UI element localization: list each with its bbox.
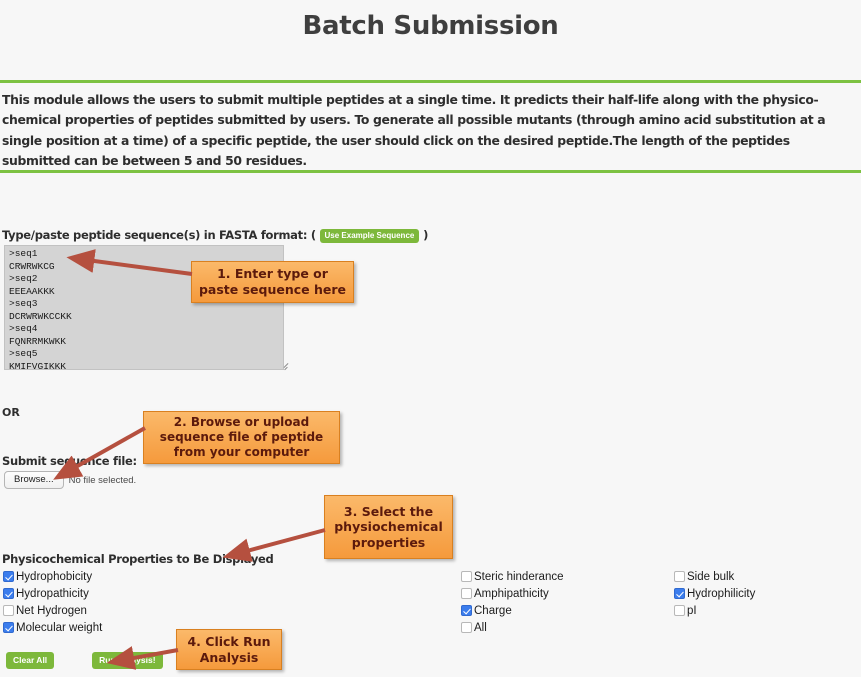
- property-label: Molecular weight: [16, 621, 103, 634]
- property-checkbox-hydrophilicity[interactable]: Hydrophilicity: [674, 585, 755, 602]
- property-checkbox-hydrophobicity[interactable]: Hydrophobicity: [3, 568, 102, 585]
- checkbox-checked-icon[interactable]: [3, 571, 14, 582]
- checkbox-unchecked-icon[interactable]: [3, 605, 14, 616]
- fasta-label-close-paren: ): [423, 228, 429, 242]
- file-upload-row: Browse... No file selected.: [4, 471, 137, 490]
- checkbox-checked-icon[interactable]: [3, 588, 14, 599]
- run-analysis-button[interactable]: Run Analysis!: [92, 652, 163, 669]
- property-label: pI: [687, 604, 697, 617]
- annotation-callout-2: 2. Browse or upload sequence file of pep…: [143, 411, 340, 464]
- fasta-label-text: Type/paste peptide sequence(s) in FASTA …: [2, 228, 316, 242]
- or-separator-label: OR: [2, 406, 20, 419]
- checkbox-unchecked-icon[interactable]: [674, 571, 685, 582]
- action-buttons-row: Clear All Run Analysis!: [6, 652, 163, 669]
- property-label: All: [474, 621, 487, 634]
- property-checkbox-hydropathicity[interactable]: Hydropathicity: [3, 585, 102, 602]
- submit-file-label: Submit sequence file:: [2, 454, 137, 468]
- properties-heading: Physicochemical Properties to Be Display…: [2, 552, 274, 566]
- annotation-callout-4: 4. Click Run Analysis: [176, 629, 282, 670]
- use-example-sequence-button[interactable]: Use Example Sequence: [319, 229, 420, 243]
- property-checkbox-charge[interactable]: Charge: [461, 602, 564, 619]
- property-label: Hydrophilicity: [687, 587, 756, 600]
- checkbox-unchecked-icon[interactable]: [461, 588, 472, 599]
- file-status-text: No file selected.: [68, 474, 137, 486]
- page-title: Batch Submission: [302, 11, 559, 41]
- annotation-callout-3: 3. Select the physiochemical properties: [324, 495, 453, 559]
- property-label: Side bulk: [687, 570, 735, 583]
- property-checkbox-molecular-weight[interactable]: Molecular weight: [3, 619, 102, 636]
- checkbox-checked-icon[interactable]: [461, 605, 472, 616]
- clear-all-button[interactable]: Clear All: [6, 652, 55, 669]
- divider-bottom: [0, 170, 861, 173]
- checkbox-checked-icon[interactable]: [3, 622, 14, 633]
- intro-description: This module allows the users to submit m…: [2, 92, 826, 169]
- property-checkbox-amphipathicity[interactable]: Amphipathicity: [461, 585, 564, 602]
- property-checkbox-side-bulk[interactable]: Side bulk: [674, 568, 755, 585]
- property-checkbox-net-hydrogen[interactable]: Net Hydrogen: [3, 602, 102, 619]
- checkbox-checked-icon[interactable]: [674, 588, 685, 599]
- checkbox-unchecked-icon[interactable]: [461, 622, 472, 633]
- annotation-callout-1: 1. Enter type or paste sequence here: [191, 261, 354, 303]
- property-label: Hydropathicity: [16, 587, 89, 600]
- property-checkbox-pi[interactable]: pI: [674, 602, 755, 619]
- property-label: Hydrophobicity: [16, 570, 93, 583]
- browse-button[interactable]: Browse...: [4, 471, 64, 490]
- property-label: Net Hydrogen: [16, 604, 87, 617]
- property-label: Amphipathicity: [474, 587, 549, 600]
- property-checkbox-all[interactable]: All: [461, 619, 564, 636]
- property-label: Charge: [474, 604, 512, 617]
- property-checkbox-steric-hinderance[interactable]: Steric hinderance: [461, 568, 564, 585]
- property-label: Steric hinderance: [474, 570, 564, 583]
- divider-top: [0, 80, 861, 83]
- arrow-to-browse-button: [53, 426, 146, 480]
- checkbox-unchecked-icon[interactable]: [674, 605, 685, 616]
- checkbox-unchecked-icon[interactable]: [461, 571, 472, 582]
- fasta-input-label: Type/paste peptide sequence(s) in FASTA …: [2, 228, 428, 243]
